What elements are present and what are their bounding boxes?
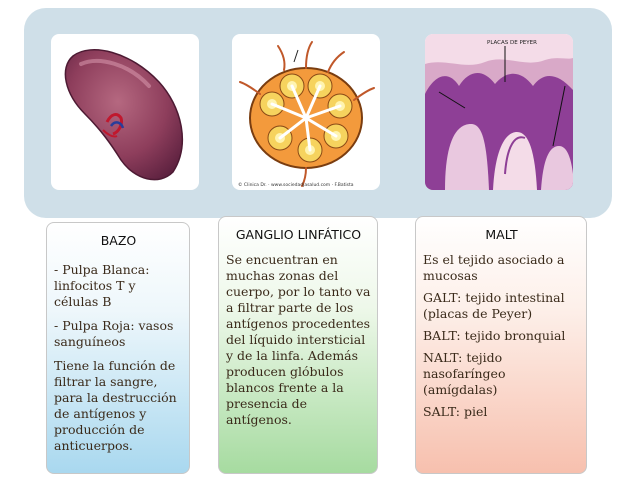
card-title: BAZO xyxy=(100,233,137,248)
card-ganglio: GANGLIO LINFÁTICO Se encuentran en mucha… xyxy=(218,216,378,474)
card-text: BALT: tejido bronquial xyxy=(423,328,566,343)
card-text: Tiene la función de filtrar la sangre, p… xyxy=(54,358,177,453)
spleen-image xyxy=(51,34,199,190)
peyer-patch-image: PLACAS DE PEYER xyxy=(425,34,573,190)
lymph-node-image: © Clinica Dr. · www.sociedadjasalud.com … xyxy=(232,34,380,190)
spleen-icon xyxy=(64,49,184,181)
card-title: GANGLIO LINFÁTICO xyxy=(235,227,362,242)
card-text: Es el tejido asociado a mucosas xyxy=(423,252,565,283)
card-title: MALT xyxy=(485,227,518,242)
card-bazo: BAZO - Pulpa Blanca: linfocitos T y célu… xyxy=(46,222,190,474)
copyright-text: © Clinica Dr. · www.sociedadjasalud.com … xyxy=(238,181,354,188)
card-text: Se encuentran en muchas zonas del cuerpo… xyxy=(226,252,371,427)
card-text: SALT: piel xyxy=(423,404,488,419)
card-text: - Pulpa Roja: vasos sanguíneos xyxy=(54,318,174,349)
card-malt: MALT Es el tejido asociado a mucosas GAL… xyxy=(415,216,587,474)
peyer-label: PLACAS DE PEYER xyxy=(487,40,537,46)
lymph-node-icon: © Clinica Dr. · www.sociedadjasalud.com … xyxy=(238,41,375,188)
card-text: GALT: tejido intestinal (placas de Peyer… xyxy=(423,290,565,321)
peyer-patch-icon: PLACAS DE PEYER xyxy=(425,34,573,190)
card-text: NALT: tejido nasofaríngeo (amígdalas) xyxy=(423,350,506,397)
card-text: - Pulpa Blanca: linfocitos T y células B xyxy=(54,262,150,309)
